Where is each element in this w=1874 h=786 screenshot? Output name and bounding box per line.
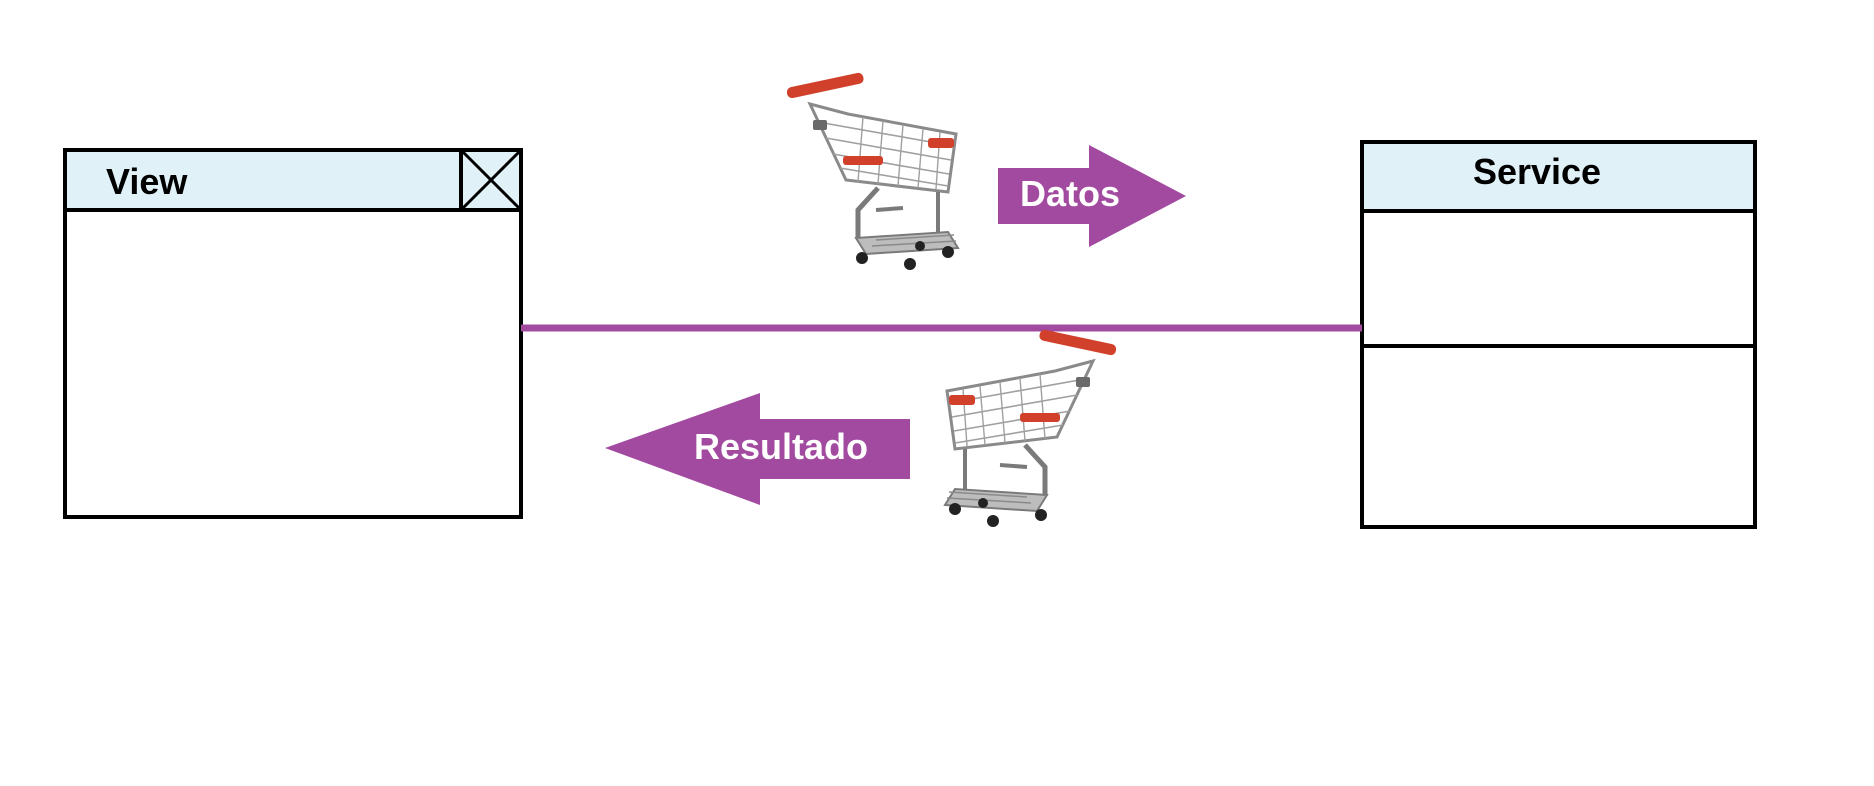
service-box-header — [1362, 142, 1755, 211]
arrow-forward-label: Datos — [1020, 173, 1120, 214]
view-box: View — [63, 148, 523, 519]
service-box-title: Service — [1473, 151, 1601, 192]
shopping-cart-icon — [945, 329, 1117, 527]
service-box-frame — [1360, 140, 1757, 529]
view-box-title: View — [106, 161, 188, 202]
service-box: Service — [1360, 140, 1757, 529]
arrow-backward-shape — [605, 393, 910, 505]
arrow-backward-label: Resultado — [694, 426, 868, 467]
arrow-forward: Datos — [998, 145, 1186, 247]
close-icon[interactable] — [459, 148, 523, 212]
arrow-forward-shape — [998, 145, 1186, 247]
shopping-cart-icon — [786, 72, 958, 270]
view-box-frame — [63, 148, 523, 519]
arrow-backward: Resultado — [605, 393, 910, 505]
view-box-header — [65, 150, 521, 210]
